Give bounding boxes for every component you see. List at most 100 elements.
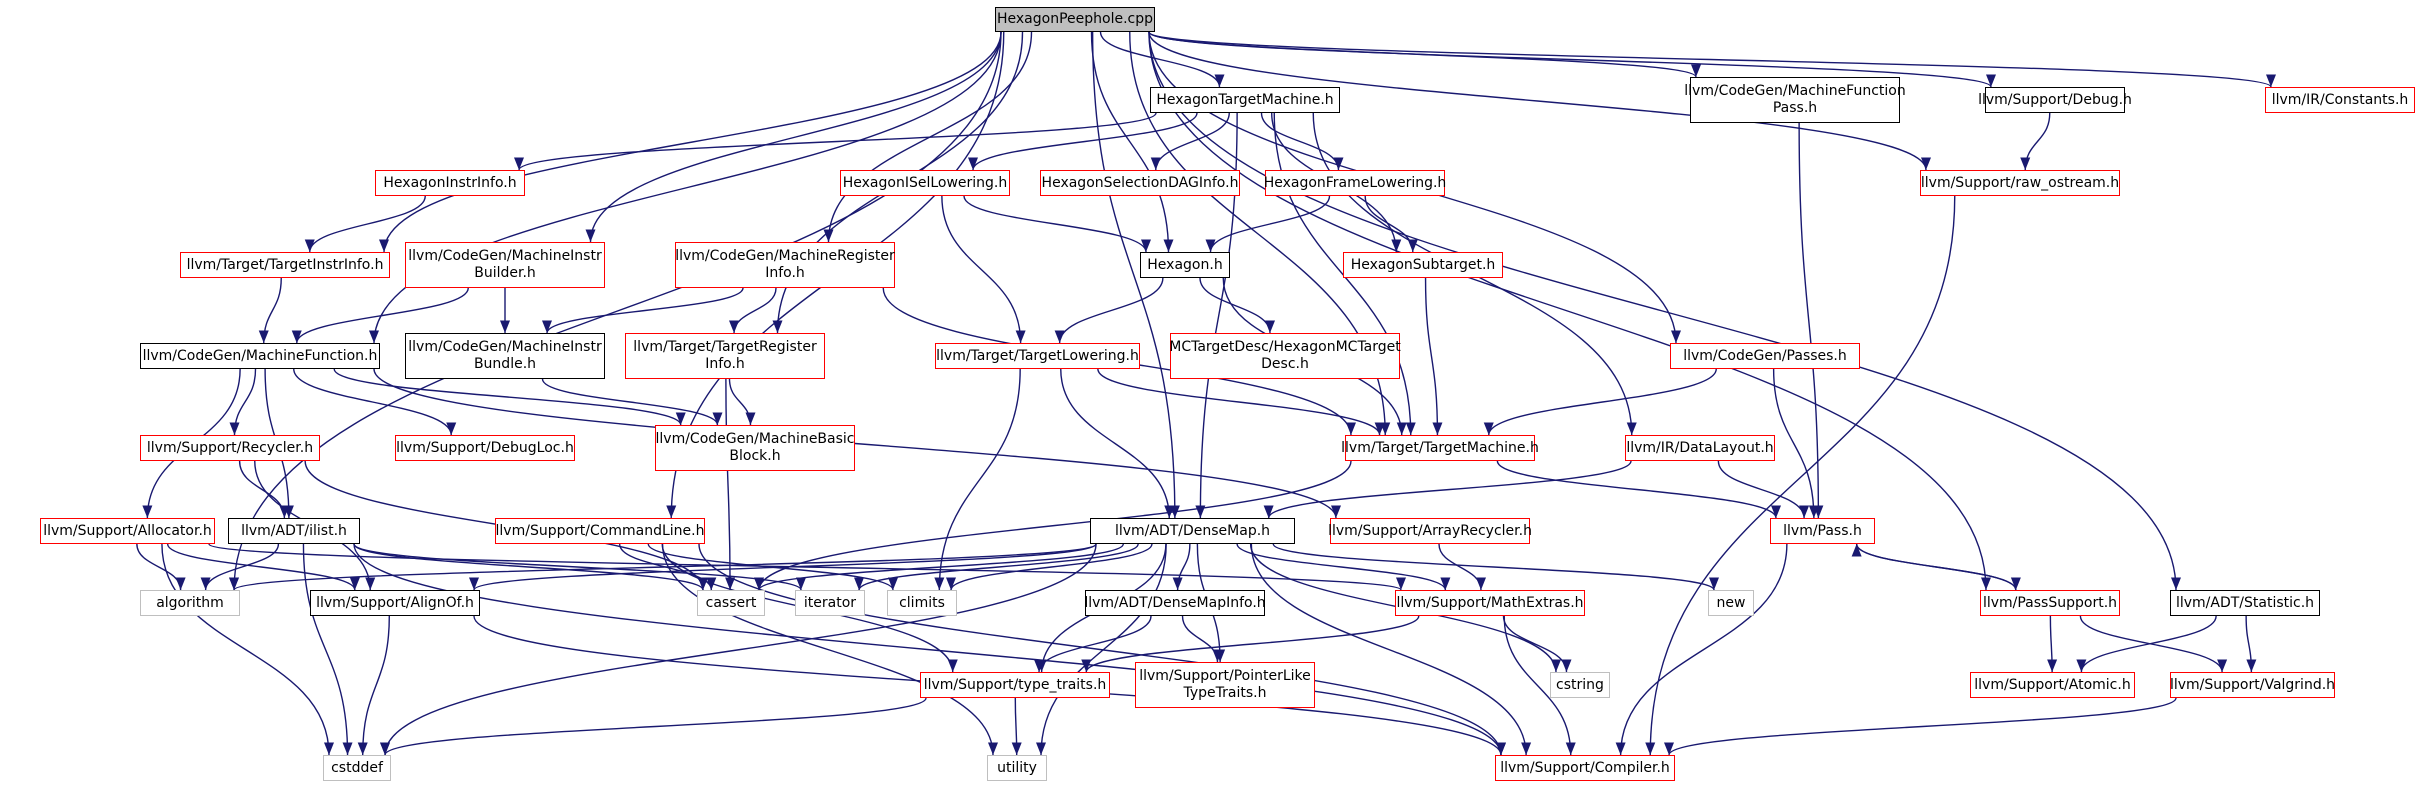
- node-iter[interactable]: iterator: [795, 590, 865, 616]
- node-atomic[interactable]: llvm/Support/Atomic.h: [1970, 672, 2135, 698]
- node-tri[interactable]: llvm/Target/TargetRegister Info.h: [625, 333, 825, 379]
- edge-tt-to-util: [1011, 697, 1022, 756]
- edge-root-to-irc: [1148, 31, 2276, 88]
- node-hex[interactable]: Hexagon.h: [1140, 252, 1230, 278]
- node-mbb[interactable]: llvm/CodeGen/MachineBasic Block.h: [655, 425, 855, 471]
- node-ps[interactable]: llvm/PassSupport.h: [1980, 590, 2120, 616]
- edge-hst-to-tm: [1424, 277, 1443, 436]
- node-cstring[interactable]: cstring: [1550, 672, 1610, 698]
- node-pass[interactable]: llvm/Pass.h: [1770, 518, 1875, 544]
- edge-hex-to-mctd: [1199, 277, 1276, 334]
- edge-dmi-to-tt: [1034, 615, 1152, 673]
- node-arec[interactable]: llvm/Support/ArrayRecycler.h: [1328, 518, 1532, 544]
- edge-ps-to-atomic: [2047, 615, 2058, 673]
- edge-passes-to-pass: [1772, 368, 1819, 519]
- node-dm[interactable]: llvm/ADT/DenseMap.h: [1090, 518, 1295, 544]
- node-cstddef[interactable]: cstddef: [323, 755, 391, 781]
- edge-arec-to-mathx: [1438, 543, 1487, 591]
- node-raw[interactable]: llvm/Support/raw_ostream.h: [1920, 170, 2120, 196]
- edge-hfl-to-hex: [1205, 195, 1331, 253]
- node-mathx[interactable]: llvm/Support/MathExtras.h: [1395, 590, 1585, 616]
- node-mibnd[interactable]: llvm/CodeGen/MachineInstr Bundle.h: [405, 333, 605, 379]
- node-alignof[interactable]: llvm/Support/AlignOf.h: [310, 590, 480, 616]
- edge-tl-to-climits: [934, 368, 1021, 591]
- node-mf[interactable]: llvm/CodeGen/MachineFunction.h: [140, 343, 380, 369]
- edge-mib-to-mf: [291, 287, 469, 344]
- node-tt[interactable]: llvm/Support/type_traits.h: [920, 672, 1110, 698]
- node-dloc[interactable]: llvm/Support/DebugLoc.h: [395, 435, 575, 461]
- edge-dm-to-iter: [854, 543, 1139, 591]
- edge-mri-to-tri: [728, 287, 777, 334]
- node-valg[interactable]: llvm/Support/Valgrind.h: [2170, 672, 2335, 698]
- edge-root-to-raw: [1148, 31, 1931, 171]
- edge-mf-to-arec: [373, 368, 1341, 519]
- node-dbg[interactable]: llvm/Support/Debug.h: [1978, 87, 2132, 113]
- node-mctd[interactable]: MCTargetDesc/HexagonMCTarget Desc.h: [1169, 333, 1401, 379]
- edge-root-to-dbg: [1148, 31, 1996, 88]
- node-dmi[interactable]: llvm/ADT/DenseMapInfo.h: [1084, 590, 1266, 616]
- node-hfl[interactable]: HexagonFrameLowering.h: [1264, 170, 1446, 196]
- edge-rec-to-ilist: [238, 460, 290, 519]
- node-ilist[interactable]: llvm/ADT/ilist.h: [228, 518, 360, 544]
- node-mib[interactable]: llvm/CodeGen/MachineInstr Builder.h: [405, 242, 605, 288]
- edge-root-to-ps: [1148, 31, 1992, 591]
- edge-dm-to-algo: [229, 543, 1097, 591]
- edge-dm-to-comp: [1250, 543, 1532, 756]
- edge-dm-to-new: [1272, 543, 1719, 591]
- node-mfp[interactable]: llvm/CodeGen/MachineFunction Pass.h: [1684, 77, 1906, 123]
- edge-root-to-algo: [228, 31, 1002, 591]
- node-tii[interactable]: llvm/Target/TargetInstrInfo.h: [180, 252, 390, 278]
- edge-dm-to-mathx: [1236, 543, 1451, 591]
- edge-mri-to-mibnd: [542, 287, 744, 334]
- node-algo[interactable]: algorithm: [140, 590, 240, 616]
- node-new[interactable]: new: [1708, 590, 1754, 616]
- edge-ilist-to-algo: [200, 543, 280, 591]
- node-util[interactable]: utility: [987, 755, 1047, 781]
- edge-tl-to-dm: [1060, 368, 1175, 519]
- edge-mibnd-to-mbb: [541, 378, 723, 426]
- edge-dm-to-dmi: [1172, 543, 1191, 591]
- edge-htm-to-hfl: [1260, 112, 1344, 171]
- edge-mathx-to-comp: [1503, 615, 1576, 756]
- node-irc[interactable]: llvm/IR/Constants.h: [2265, 87, 2415, 113]
- node-passes[interactable]: llvm/CodeGen/Passes.h: [1670, 343, 1860, 369]
- edge-raw-to-comp: [1645, 195, 1956, 756]
- node-mri[interactable]: llvm/CodeGen/MachineRegister Info.h: [675, 242, 895, 288]
- edge-mf-to-rec: [229, 368, 257, 436]
- node-cl[interactable]: llvm/Support/CommandLine.h: [495, 518, 705, 544]
- node-rec[interactable]: llvm/Support/Recycler.h: [140, 435, 320, 461]
- edge-dmi-to-pltt: [1181, 615, 1223, 663]
- edge-mf-to-mbb: [333, 368, 686, 426]
- node-hsdag[interactable]: HexagonSelectionDAGInfo.h: [1040, 170, 1240, 196]
- edge-cl-to-comp: [698, 543, 1506, 756]
- node-root[interactable]: HexagonPeephole.cpp: [995, 7, 1155, 32]
- edge-tri-to-cassert: [725, 378, 736, 591]
- node-comp[interactable]: llvm/Support/Compiler.h: [1495, 755, 1675, 781]
- node-hisel[interactable]: HexagonISelLowering.h: [840, 170, 1010, 196]
- edge-alignof-to-cstddef: [357, 615, 390, 756]
- edge-mfp-to-pass: [1798, 122, 1824, 519]
- node-tm[interactable]: llvm/Target/TargetMachine.h: [1341, 435, 1539, 461]
- edge-valg-to-comp: [1664, 697, 2177, 756]
- node-hst[interactable]: HexagonSubtarget.h: [1343, 252, 1503, 278]
- edge-passes-to-tm: [1483, 368, 1717, 436]
- edge-dm-to-util: [1035, 543, 1167, 756]
- node-tl[interactable]: llvm/Target/TargetLowering.h: [935, 343, 1140, 369]
- edge-tm-to-pass: [1496, 460, 1781, 519]
- edge-root-to-mib: [585, 31, 1002, 243]
- node-alloc[interactable]: llvm/Support/Allocator.h: [40, 518, 215, 544]
- node-cassert[interactable]: cassert: [697, 590, 765, 616]
- node-climits[interactable]: climits: [887, 590, 957, 616]
- edge-mathx-to-cstring: [1502, 615, 1572, 673]
- edge-root-to-tii: [379, 31, 1002, 253]
- node-htm[interactable]: HexagonTargetMachine.h: [1150, 87, 1340, 113]
- node-hii[interactable]: HexagonInstrInfo.h: [375, 170, 525, 196]
- edge-alloc-to-cstddef: [161, 543, 335, 756]
- edge-ilist-to-iter: [353, 543, 806, 591]
- node-dl[interactable]: llvm/IR/DataLayout.h: [1625, 435, 1775, 461]
- node-pltt[interactable]: llvm/Support/PointerLike TypeTraits.h: [1135, 662, 1315, 708]
- node-stat[interactable]: llvm/ADT/Statistic.h: [2170, 590, 2320, 616]
- edge-cl-to-util: [661, 543, 999, 756]
- edge-tt-to-cstddef: [380, 697, 927, 756]
